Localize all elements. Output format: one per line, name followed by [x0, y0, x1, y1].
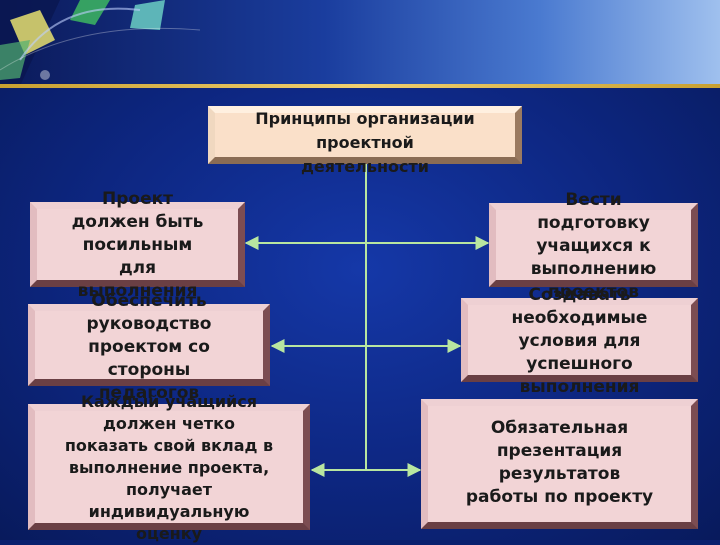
principle-text-right-2: Создавать необходимые условия для успешн… — [511, 285, 648, 397]
principle-box-right-3: Обязательная презентация результатов раб… — [421, 399, 698, 529]
principle-box-left-2: Обеспечить руководство проектом со сторо… — [28, 291, 270, 403]
principle-text-right-3: Обязательная презентация результатов раб… — [465, 418, 654, 507]
principle-text-left-2: Обеспечить руководство проектом со сторо… — [86, 291, 212, 403]
principle-box-right-1: Вести подготовку учащихся к выполнению п… — [489, 190, 698, 302]
title-text: Принципы организации проектной деятельно… — [255, 109, 475, 176]
principle-box-right-2: Создавать необходимые условия для успешн… — [461, 285, 698, 397]
banner-divider — [0, 84, 720, 88]
principle-text-left-1: Проект должен быть посильным для выполне… — [71, 189, 204, 301]
title-box: Принципы организации проектной деятельно… — [208, 106, 522, 176]
principle-box-left-1: Проект должен быть посильным для выполне… — [30, 189, 245, 301]
banner-decoration — [0, 0, 201, 86]
principle-box-left-3: Каждый учащийся должен четко показать св… — [28, 392, 310, 543]
principle-text-right-1: Вести подготовку учащихся к выполнению п… — [530, 190, 657, 302]
header-banner — [0, 0, 720, 86]
principle-text-left-3: Каждый учащийся должен четко показать св… — [64, 392, 274, 543]
